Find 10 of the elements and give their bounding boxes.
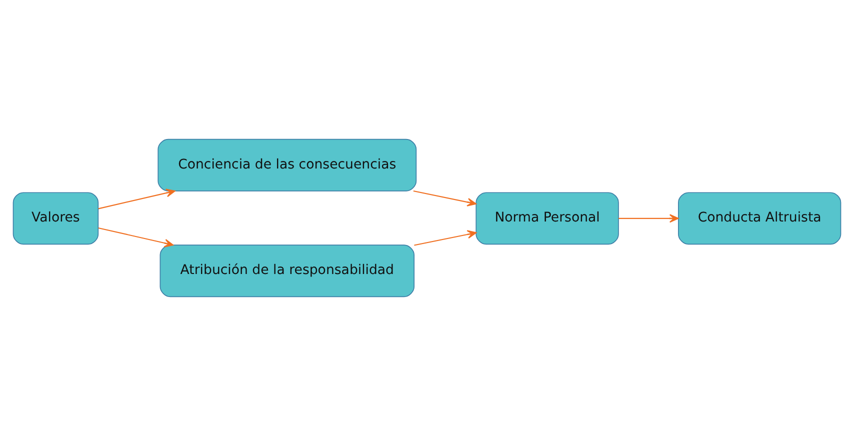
- arrow: [98, 188, 176, 209]
- arrow: [618, 214, 679, 222]
- arrow: [413, 190, 476, 206]
- node-box: Norma Personal: [476, 192, 619, 244]
- node-box: Atribución de la responsabilidad: [160, 244, 415, 297]
- node-box: Conducta Altruista: [678, 192, 842, 244]
- node-box: Valores: [12, 192, 99, 244]
- arrow: [414, 230, 477, 246]
- node-box: Conciencia de las consecuencias: [158, 138, 417, 191]
- arrow: [98, 226, 174, 247]
